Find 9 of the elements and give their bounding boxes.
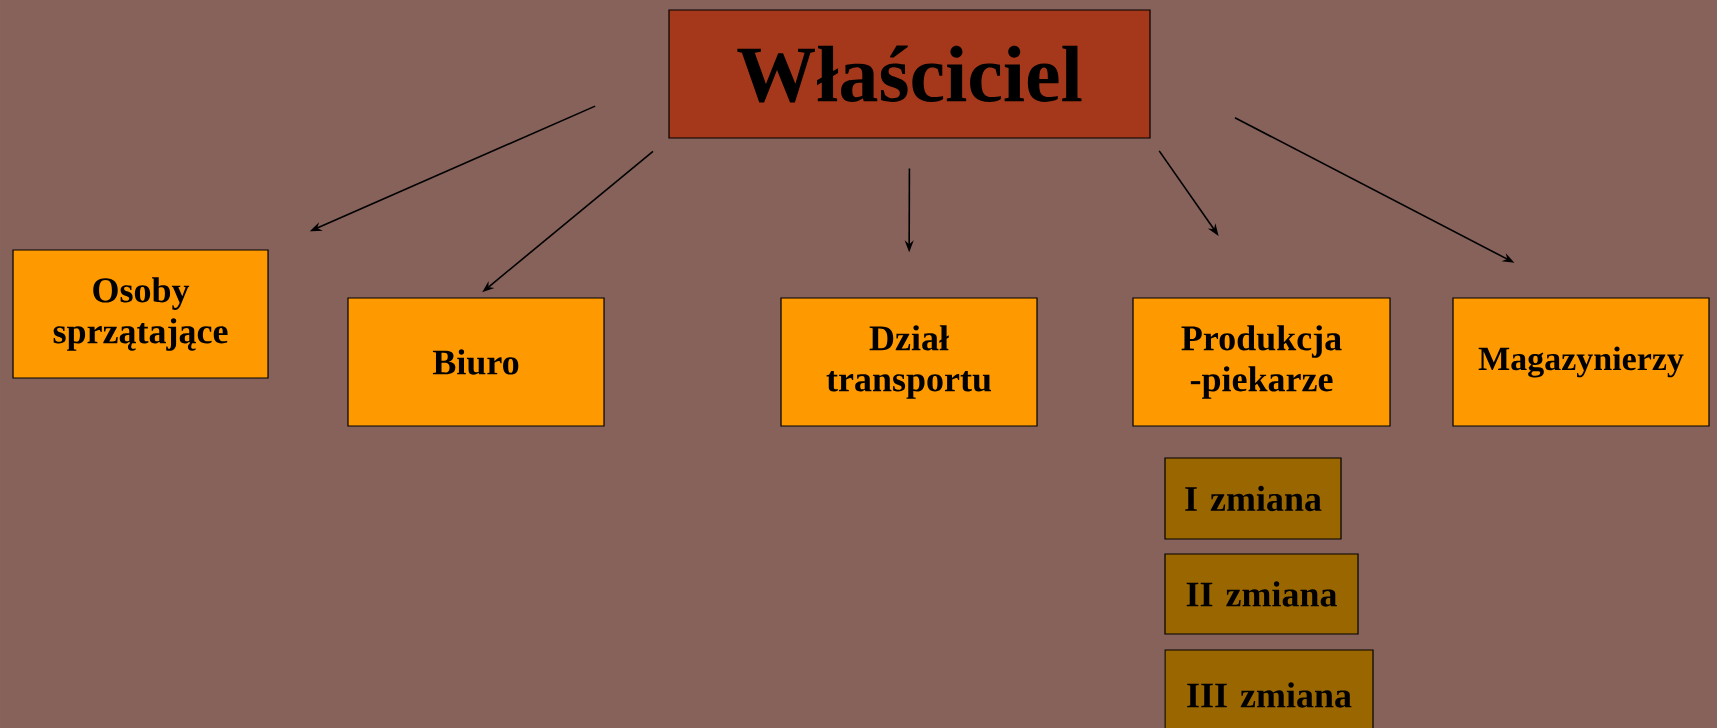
department-box: Biuro <box>347 297 605 427</box>
department-box: Osoby sprzątające <box>12 249 269 379</box>
title-box: Właściciel <box>668 9 1151 139</box>
shift-box: III zmiana <box>1164 649 1374 728</box>
department-box: Magazynierzy <box>1452 297 1710 427</box>
shift-box: II zmiana <box>1164 553 1359 635</box>
department-box: Produkcja -piekarze <box>1132 297 1391 427</box>
shift-box: I zmiana <box>1164 457 1342 540</box>
department-box: Dział transportu <box>780 297 1038 427</box>
